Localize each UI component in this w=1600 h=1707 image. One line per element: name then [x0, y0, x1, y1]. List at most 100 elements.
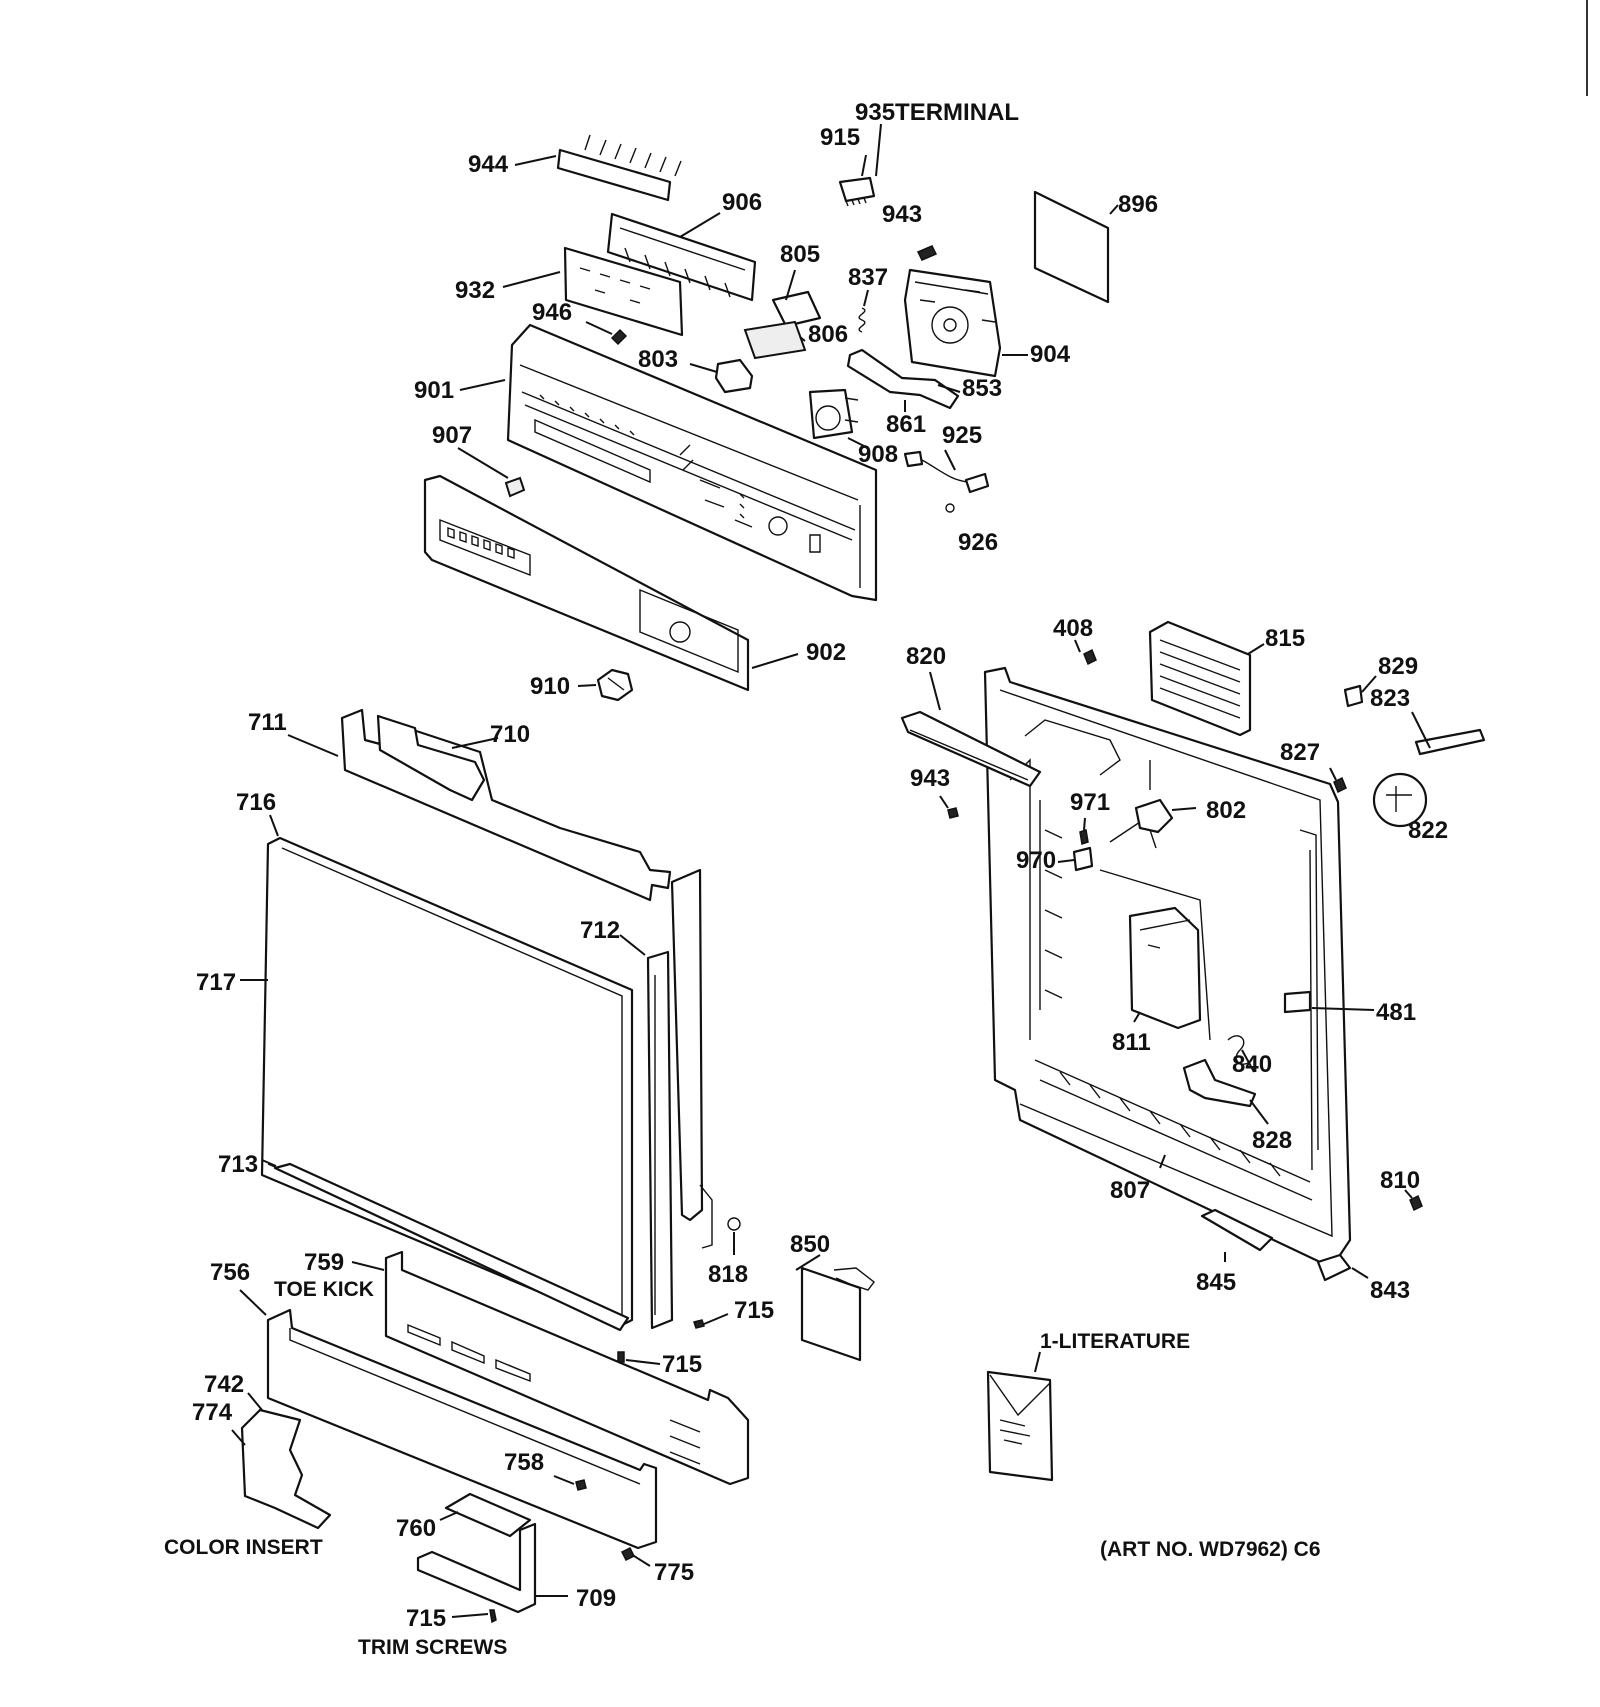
label-943: 943 — [882, 201, 922, 228]
label-775: 775 — [654, 1559, 694, 1586]
label-758: 758 — [504, 1449, 544, 1476]
label-943b: 943 — [910, 765, 950, 792]
part-822-823-829-knob — [1343, 675, 1486, 828]
label-925: 925 — [942, 422, 982, 449]
label-907: 907 — [432, 422, 472, 449]
label-823: 823 — [1370, 685, 1410, 712]
part-715-screws — [617, 1313, 729, 1365]
label-896: 896 — [1118, 191, 1158, 218]
part-811-dispenser — [1128, 906, 1202, 1030]
part-902-facia — [423, 474, 799, 692]
label-715c: 715 — [406, 1605, 446, 1632]
part-850-cover — [795, 1254, 875, 1362]
label-756: 756 — [210, 1259, 250, 1286]
terminal-group — [838, 123, 882, 207]
label-trim-screws: TRIM SCREWS — [358, 1636, 507, 1659]
part-820-rail — [900, 671, 1042, 788]
label-908: 908 — [858, 441, 898, 468]
label-827: 827 — [1280, 739, 1320, 766]
label-literature: 1-LITERATURE — [1040, 1330, 1190, 1353]
label-710: 710 — [490, 721, 530, 748]
label-color-insert: COLOR INSERT — [164, 1536, 323, 1559]
page-edge-line — [1586, 0, 1588, 96]
label-742: 742 — [204, 1371, 244, 1398]
label-853: 853 — [962, 375, 1002, 402]
part-843-hinge — [1316, 1253, 1369, 1282]
part-853-861-linkage — [846, 348, 961, 412]
part-709-trim-channel — [416, 1522, 568, 1614]
label-810: 810 — [1380, 1167, 1420, 1194]
label-840: 840 — [1232, 1051, 1272, 1078]
label-902: 902 — [806, 639, 846, 666]
part-756-kick-plate — [239, 1289, 658, 1550]
part-805-bracket — [771, 269, 822, 328]
part-845-latch — [1200, 1208, 1274, 1262]
label-910: 910 — [530, 673, 570, 700]
label-717: 717 — [196, 969, 236, 996]
label-807: 807 — [1110, 1177, 1150, 1204]
label-760: 760 — [396, 1515, 436, 1542]
label-845: 845 — [1196, 1269, 1236, 1296]
label-829: 829 — [1378, 653, 1418, 680]
label-715b: 715 — [662, 1351, 702, 1378]
label-915: 915 — [820, 124, 860, 151]
part-803-switch — [689, 358, 754, 394]
part-944-connector-strip — [514, 134, 682, 202]
label-822: 822 — [1408, 817, 1448, 844]
part-910-knob — [577, 668, 634, 702]
part-901-control-panel — [459, 323, 878, 602]
part-408-screw — [1074, 639, 1097, 666]
part-971-970-parts — [1057, 817, 1094, 872]
part-896-card — [1033, 190, 1119, 304]
label-712: 712 — [580, 917, 620, 944]
label-861: 861 — [886, 411, 926, 438]
label-843: 843 — [1370, 1277, 1410, 1304]
part-713-bottom-strip — [261, 1159, 630, 1332]
label-906: 906 — [722, 189, 762, 216]
part-815-vent — [1148, 620, 1265, 737]
label-803: 803 — [638, 346, 678, 373]
label-713: 713 — [218, 1151, 258, 1178]
label-408: 408 — [1053, 615, 1093, 642]
part-716-717-outer-door — [240, 814, 634, 1328]
label-709: 709 — [576, 1585, 616, 1612]
label-toe-kick: TOE KICK — [274, 1278, 374, 1301]
part-907-button — [457, 447, 526, 498]
part-760-bracket — [439, 1492, 532, 1538]
label-935-terminal: 935TERMINAL — [855, 99, 1019, 126]
label-926: 926 — [958, 529, 998, 556]
part-904-timer — [903, 245, 1028, 378]
part-827-screw — [1329, 767, 1347, 794]
label-904: 904 — [1030, 341, 1071, 368]
part-742-774-color-insert — [231, 1392, 332, 1530]
part-775-screw — [620, 1546, 651, 1567]
label-802: 802 — [1206, 797, 1246, 824]
label-970: 970 — [1016, 847, 1056, 874]
label-932: 932 — [455, 277, 495, 304]
label-759: 759 — [304, 1249, 344, 1276]
label-715a: 715 — [734, 1297, 774, 1324]
part-712-side-trim — [619, 934, 674, 1330]
part-758-screw — [553, 1475, 587, 1491]
label-946: 946 — [532, 299, 572, 326]
part-932-bracket — [502, 246, 684, 337]
literature-packet — [986, 1351, 1054, 1482]
label-944: 944 — [468, 151, 509, 178]
label-805: 805 — [780, 241, 820, 268]
part-926-screw — [945, 503, 955, 513]
part-715-trim-screw — [451, 1609, 497, 1624]
part-802-latch — [1109, 798, 1197, 849]
label-806: 806 — [808, 321, 848, 348]
part-946-screw — [585, 321, 628, 346]
label-774: 774 — [192, 1399, 233, 1426]
part-943-screw — [939, 795, 959, 819]
label-828: 828 — [1252, 1127, 1292, 1154]
label-815: 815 — [1265, 625, 1305, 652]
label-820: 820 — [906, 643, 946, 670]
label-901: 901 — [414, 377, 454, 404]
label-811: 811 — [1112, 1029, 1151, 1056]
part-710-insulation — [376, 714, 499, 802]
label-481: 481 — [1376, 999, 1416, 1026]
part-806-insulator — [743, 320, 807, 360]
